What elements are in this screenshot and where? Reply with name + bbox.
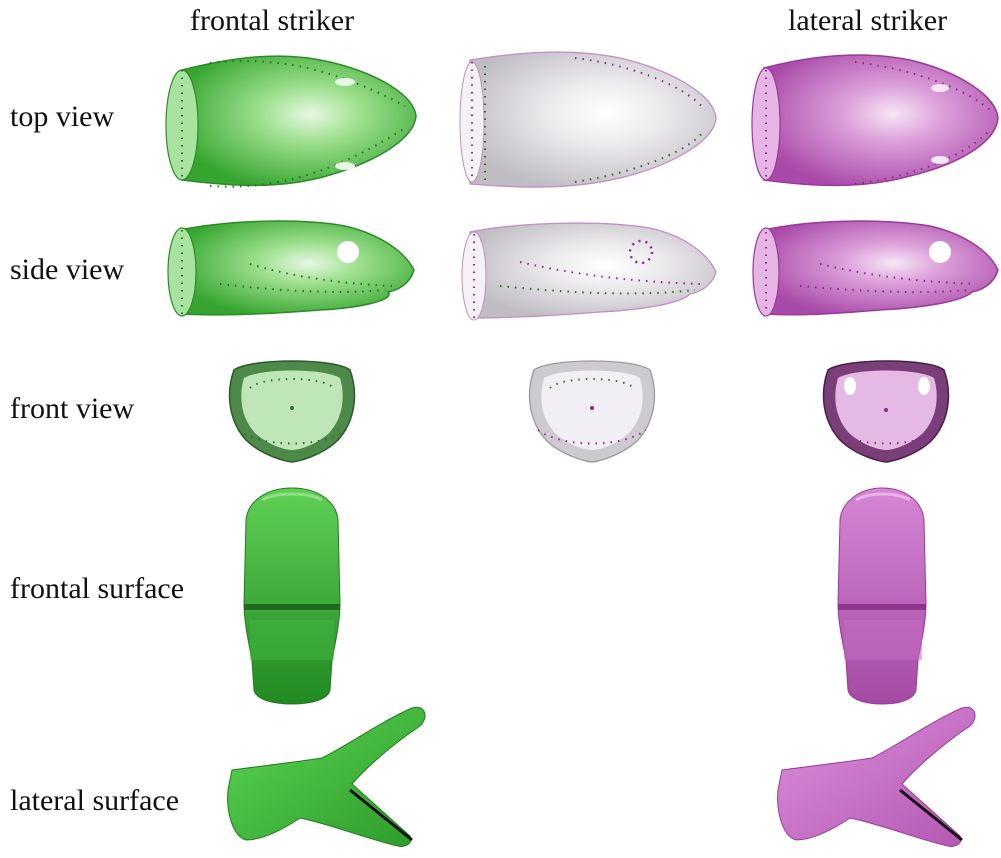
side-view-overlay-body [462, 223, 716, 320]
front-view-overlay-body [530, 361, 655, 462]
top-view-frontal-body [166, 56, 416, 187]
side-view-frontal-body [168, 221, 414, 316]
frontal-surface-lateral-body [838, 488, 926, 704]
front-view-frontal-body [230, 361, 355, 462]
top-view-lateral-body [752, 55, 998, 186]
side-view-lateral-body [753, 221, 998, 316]
top-view-overlay-body [460, 52, 716, 187]
lateral-surface-lateral-body [778, 707, 975, 846]
front-view-lateral-body [824, 361, 949, 462]
frontal-surface-frontal-body [244, 488, 340, 704]
lateral-surface-frontal-body [228, 707, 425, 846]
